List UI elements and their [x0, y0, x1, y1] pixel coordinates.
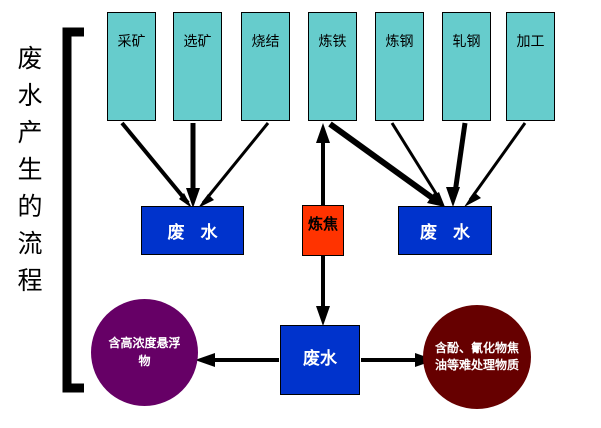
- arrow-ironmaking-to-wastewater-right: [328, 121, 445, 207]
- arrow-ore-dressing-to-wastewater-left: [186, 123, 200, 208]
- wastewater-box-bottom[interactable]: 废水: [280, 325, 360, 395]
- arrow-processing-to-wastewater-right: [464, 122, 527, 207]
- arrow-coking-to-wastewater-bottom: [316, 256, 330, 326]
- outcome-circle-suspended-solids[interactable]: 含高浓度悬浮物: [91, 299, 198, 406]
- process-box-ironmaking[interactable]: 炼铁: [308, 12, 357, 121]
- arrow-mining-to-wastewater-left: [120, 121, 192, 208]
- wastewater-box-left[interactable]: 废 水: [141, 206, 244, 255]
- page-title: 废水产生的流程: [17, 44, 43, 295]
- outcome-circle-suspended-solids-label: 含高浓度悬浮物: [108, 336, 181, 368]
- process-box-mining[interactable]: 采矿: [107, 12, 156, 121]
- coking-box[interactable]: 炼焦: [302, 205, 344, 256]
- arrow-coking-to-ironmaking: [316, 123, 330, 205]
- arrow-sintering-to-wastewater-left: [198, 122, 270, 208]
- process-box-sintering[interactable]: 烧结: [241, 12, 290, 121]
- left-bracket-icon: [62, 27, 84, 393]
- arrow-rolling-to-wastewater-right: [446, 122, 468, 207]
- arrow-wastewater-bottom-to-suspended-solids: [195, 353, 279, 367]
- process-box-ore-dressing[interactable]: 选矿: [173, 12, 222, 121]
- outcome-circle-phenol-substances-label: 含酚、氰化物焦油等难处理物质: [435, 340, 520, 372]
- arrow-steelmaking-to-wastewater-right: [390, 122, 445, 207]
- process-box-rolling[interactable]: 轧钢: [442, 12, 491, 121]
- wastewater-box-right[interactable]: 废 水: [398, 206, 492, 255]
- process-box-processing[interactable]: 加工: [506, 12, 555, 121]
- outcome-circle-phenol-substances[interactable]: 含酚、氰化物焦油等难处理物质: [423, 305, 531, 409]
- process-box-steelmaking[interactable]: 炼钢: [375, 12, 424, 121]
